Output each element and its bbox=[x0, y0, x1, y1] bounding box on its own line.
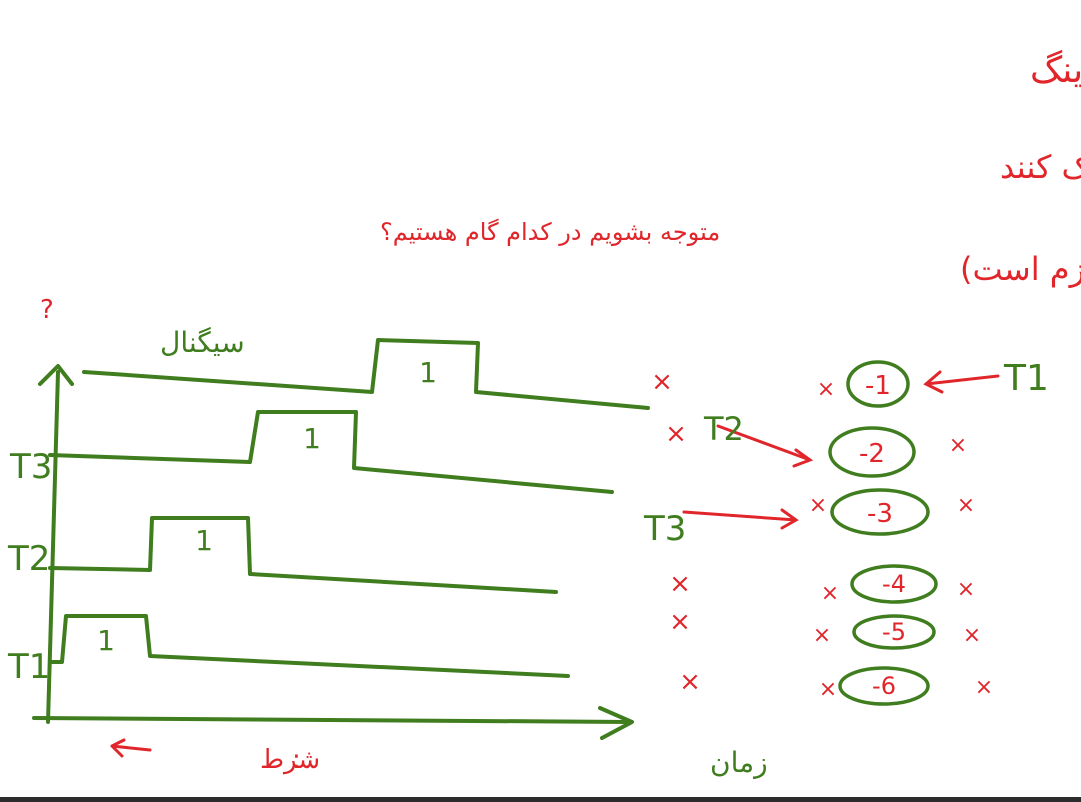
pulse-label-t3: 1 bbox=[303, 422, 321, 455]
question-line-2: پیاده سازی کنیم؟ (متوجه داریم که lock ها… bbox=[1000, 148, 1081, 186]
cross-marks-left: × × × × × bbox=[651, 367, 701, 697]
cross-mark: × bbox=[669, 569, 691, 599]
cross-marks-steps: × × × × × × × × × × bbox=[809, 377, 993, 702]
track-labels: T3 T2 T1 bbox=[7, 447, 52, 687]
step-3: -3 bbox=[867, 499, 893, 529]
step-circle bbox=[852, 614, 936, 650]
pulse-labels: 1 1 1 1 bbox=[97, 356, 437, 657]
step-circle bbox=[838, 666, 930, 706]
pulse-label-t1: 1 bbox=[97, 624, 115, 657]
question-mark: ? bbox=[40, 295, 54, 325]
token-arrows: T1 T2 T3 bbox=[643, 358, 1049, 549]
signal-trace-t2 bbox=[48, 516, 558, 594]
pulse-label-t2: 1 bbox=[195, 524, 213, 557]
steps-list: -1 -2 -3 -4 -5 -6 bbox=[828, 360, 938, 706]
condition-annotation: شرط : bbox=[110, 738, 320, 775]
cross-mark: × bbox=[817, 377, 835, 402]
track-label-t3: T3 bbox=[9, 447, 52, 487]
x-axis-arrowhead bbox=[598, 706, 634, 740]
condition-colon: : bbox=[292, 745, 301, 775]
cross-mark: × bbox=[819, 677, 837, 702]
step-5: -5 bbox=[882, 618, 906, 646]
step-2: -2 bbox=[859, 439, 885, 469]
signal-trace-t3 bbox=[48, 410, 614, 494]
step-circle bbox=[846, 360, 910, 408]
step-4: -4 bbox=[882, 570, 906, 598]
cross-mark: × bbox=[669, 607, 691, 637]
step-1: -1 bbox=[865, 371, 891, 401]
cross-mark: × bbox=[963, 623, 981, 648]
arrow-t2-icon bbox=[716, 424, 814, 468]
x-axis-line bbox=[32, 716, 632, 724]
track-label-t1: T1 bbox=[7, 647, 50, 687]
y-axis-arrowhead bbox=[38, 364, 74, 386]
condition-label: شرط bbox=[260, 745, 320, 775]
track-label-t2: T2 bbox=[7, 539, 50, 579]
signal-trace-top bbox=[82, 338, 650, 410]
arrow-label-t1: T1 bbox=[1003, 358, 1049, 399]
window-bottom-border bbox=[0, 797, 1081, 802]
cross-mark: × bbox=[651, 367, 673, 397]
cross-mark: × bbox=[957, 577, 975, 602]
step-circle bbox=[850, 564, 938, 604]
cross-mark: × bbox=[813, 623, 831, 648]
step-circle bbox=[828, 426, 916, 478]
arrow-label-t2: T2 bbox=[703, 410, 744, 448]
question-line-3: ولی موضوعی به نام زمان لازم است) bbox=[960, 250, 1081, 288]
signal-trace-t1 bbox=[48, 614, 570, 678]
arrow-label-t3: T3 bbox=[643, 509, 686, 549]
condition-arrow-icon bbox=[110, 738, 152, 758]
x-axis-label: زمان bbox=[710, 746, 768, 779]
arrow-t1-icon bbox=[923, 370, 1000, 394]
signal-traces bbox=[48, 338, 650, 678]
step-circle bbox=[830, 488, 930, 536]
cross-mark: × bbox=[665, 419, 687, 449]
cross-mark: × bbox=[949, 433, 967, 458]
question-block: سوال: چطور گام به گام اجرا شدن را در الگ… bbox=[40, 49, 1081, 325]
axes bbox=[32, 364, 634, 740]
arrow-t3-icon bbox=[682, 508, 799, 530]
question-side-note: متوجه بشویم در کدام گام هستیم؟ bbox=[380, 218, 720, 246]
cross-mark: × bbox=[809, 493, 827, 518]
cross-mark: × bbox=[957, 493, 975, 518]
y-axis-label: سیگنال bbox=[160, 326, 245, 359]
cross-mark: × bbox=[975, 675, 993, 700]
question-line-1: سوال: چطور گام به گام اجرا شدن را در الگ… bbox=[1030, 49, 1081, 91]
pulse-label-top: 1 bbox=[419, 356, 437, 389]
cross-mark: × bbox=[821, 581, 839, 606]
cross-mark: × bbox=[679, 667, 701, 697]
step-6: -6 bbox=[872, 672, 896, 700]
